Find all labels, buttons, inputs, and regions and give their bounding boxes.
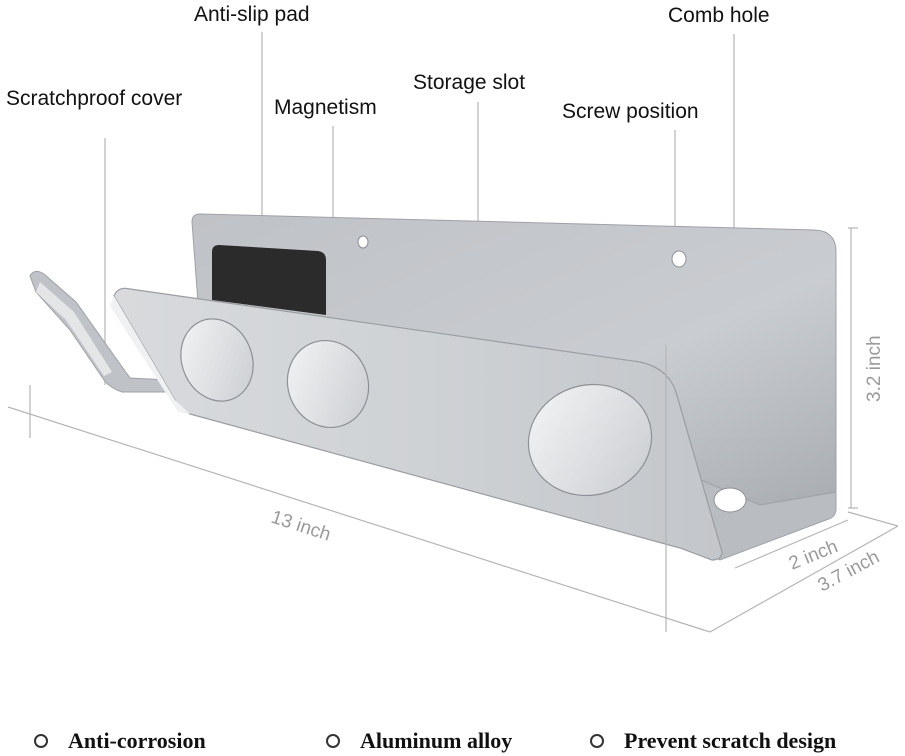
callout-scratchproof-cover: Scratchproof cover — [6, 87, 183, 110]
feature-label: Aluminum alloy — [360, 728, 513, 753]
storage-hole-3 — [527, 383, 653, 497]
cover-highlight — [36, 282, 112, 376]
callout-storage-slot: Storage slot — [413, 71, 526, 94]
dimension-height-label: 3.2 inch — [864, 335, 885, 402]
circle-bullet-icon — [34, 734, 48, 748]
callout-screw-position: Screw position — [562, 100, 699, 123]
storage-hole-1 — [180, 318, 254, 402]
feature-item-anti-corrosion: Anti-corrosion — [34, 728, 206, 754]
screw-hole-left — [357, 235, 369, 249]
comb-hole — [713, 487, 747, 513]
circle-bullet-icon — [590, 734, 604, 748]
front-plate-edge — [110, 296, 190, 414]
anti-slip-pad — [212, 245, 326, 315]
feature-item-aluminum-alloy: Aluminum alloy — [326, 728, 512, 754]
callout-anti-slip-pad: Anti-slip pad — [194, 3, 310, 26]
dimension-lines — [7, 227, 899, 633]
feature-list: Anti-corrosion Aluminum alloy Prevent sc… — [0, 722, 905, 756]
callout-comb-hole: Comb hole — [668, 4, 770, 27]
feature-label: Anti-corrosion — [68, 728, 206, 753]
dimension-length-label: 13 inch — [268, 507, 333, 546]
feature-item-prevent-scratch-design: Prevent scratch design — [590, 728, 836, 754]
feature-label: Prevent scratch design — [624, 728, 837, 753]
callout-magnetism: Magnetism — [274, 96, 377, 119]
circle-bullet-icon — [326, 734, 340, 748]
screw-hole-right — [671, 250, 687, 268]
storage-hole-2 — [286, 339, 370, 429]
